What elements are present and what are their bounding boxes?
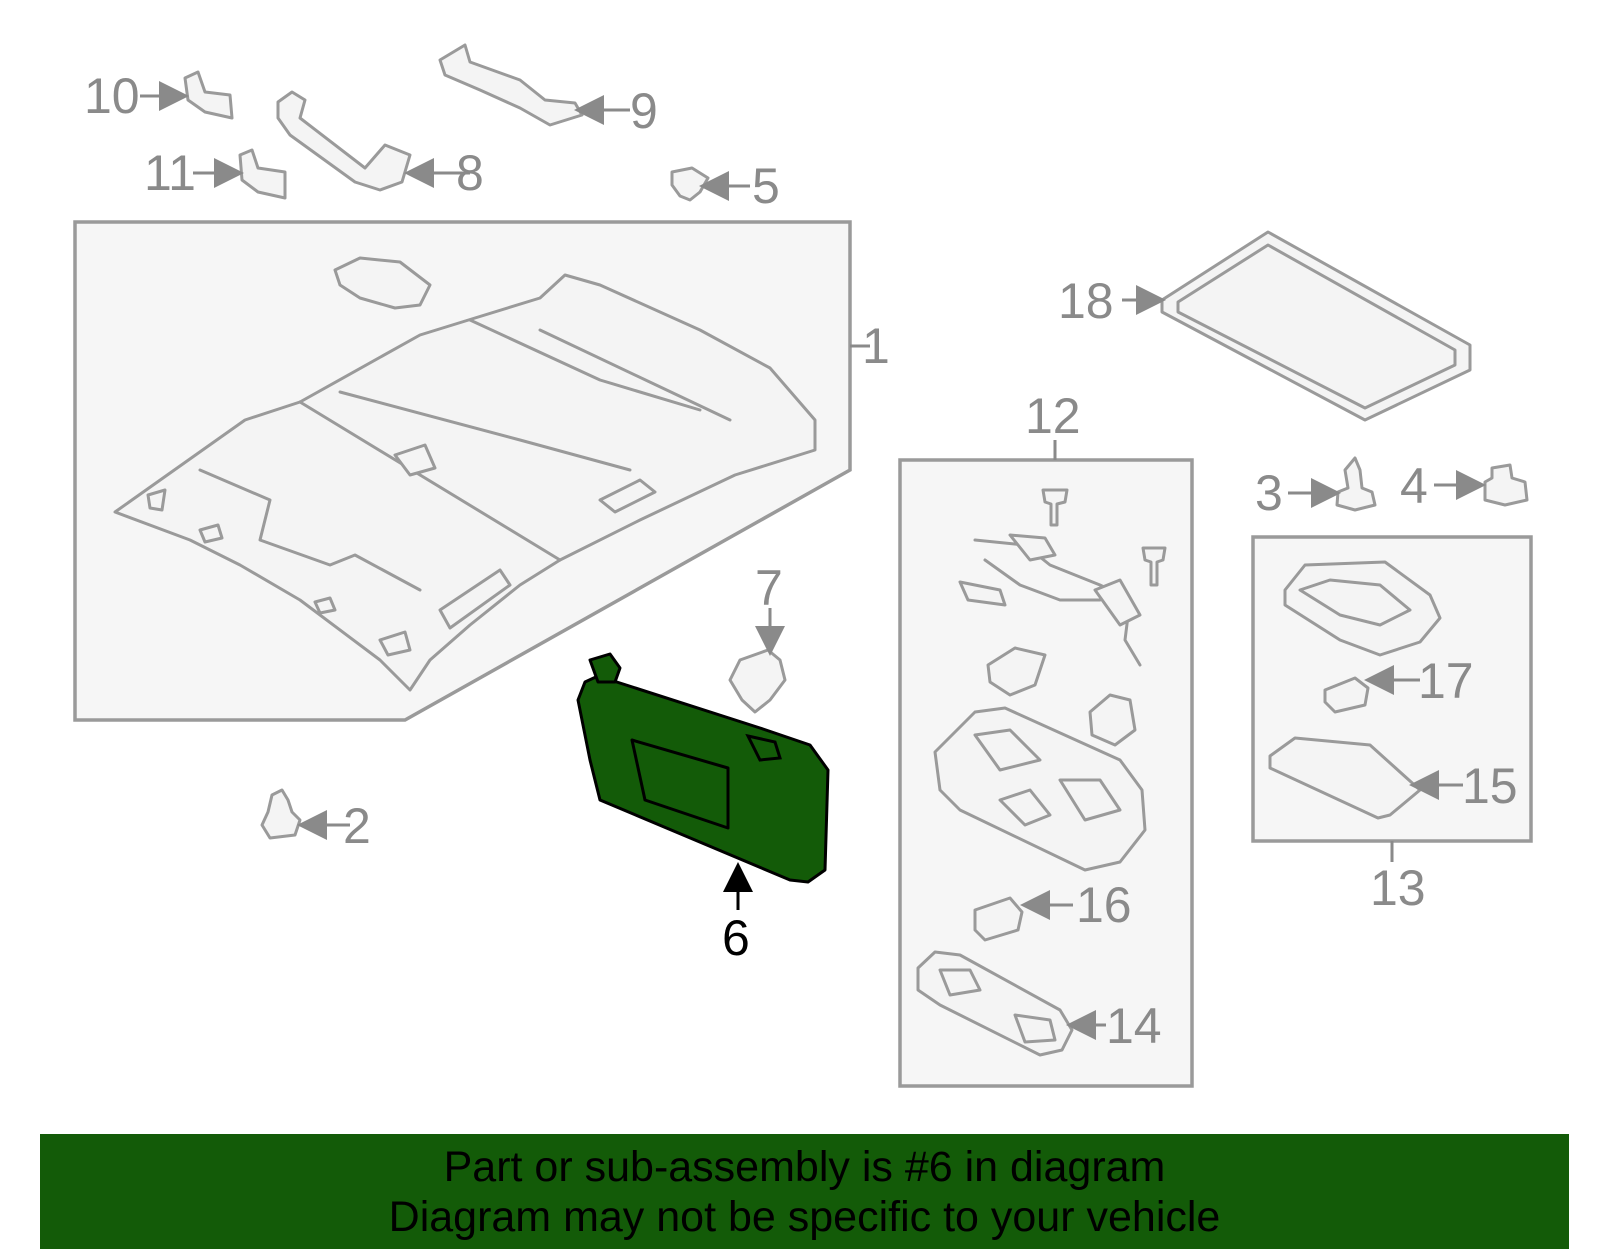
callout-17: 17 — [1418, 653, 1474, 709]
banner-line-2: Diagram may not be specific to your vehi… — [388, 1193, 1221, 1241]
info-banner: Part or sub-assembly is #6 in diagram Di… — [40, 1134, 1569, 1249]
leader-lines — [140, 81, 1486, 1040]
callout-2: 2 — [343, 798, 371, 854]
callout-13: 13 — [1370, 860, 1426, 916]
callout-16: 16 — [1076, 877, 1132, 933]
callout-8: 8 — [456, 145, 484, 201]
callout-1: 1 — [862, 318, 890, 374]
part-10-clip[interactable] — [183, 70, 234, 120]
part-14-map-lamp[interactable] — [916, 950, 1074, 1057]
dome-lamp-housing[interactable] — [1283, 560, 1442, 657]
part-2-clip[interactable] — [260, 788, 302, 840]
part-16-bulb[interactable] — [973, 896, 1024, 942]
part-3-clip[interactable] — [1335, 456, 1377, 512]
lens-small-2 — [1088, 693, 1137, 747]
sun-visor-group — [576, 652, 830, 884]
callout-3: 3 — [1255, 465, 1283, 521]
part-8-grab-handle[interactable] — [276, 90, 412, 192]
callout-6: 6 — [722, 910, 750, 966]
lens-small-1 — [986, 646, 1047, 697]
part-15-lens[interactable] — [1268, 736, 1422, 820]
part-6-sun-visor[interactable] — [576, 674, 830, 884]
overhead-console[interactable] — [933, 706, 1147, 872]
headliner-group — [73, 220, 852, 722]
callout-14: 14 — [1106, 998, 1162, 1054]
lamp-assembly-group — [898, 458, 1194, 1088]
headliner-trim-part — [333, 256, 432, 310]
part-5-clip[interactable] — [670, 166, 710, 202]
callout-18: 18 — [1058, 273, 1114, 329]
callout-12: 12 — [1025, 388, 1081, 444]
part-7-clip[interactable] — [728, 648, 787, 714]
callout-9: 9 — [630, 83, 658, 139]
part-9-bracket[interactable] — [438, 43, 584, 127]
callout-15: 15 — [1462, 758, 1518, 814]
part-4-clip[interactable] — [1483, 463, 1529, 507]
callout-7: 7 — [755, 560, 783, 616]
part-11-clip[interactable] — [238, 148, 287, 200]
part-17-bulb[interactable] — [1323, 676, 1370, 714]
callout-5: 5 — [752, 158, 780, 214]
callout-labels: 10 11 8 9 5 1 2 7 6 12 18 3 4 17 15 13 1… — [84, 68, 1518, 1054]
callout-11: 11 — [144, 145, 196, 201]
banner-line-1: Part or sub-assembly is #6 in diagram — [443, 1143, 1166, 1191]
callout-10: 10 — [84, 68, 140, 124]
callout-4: 4 — [1400, 458, 1428, 514]
